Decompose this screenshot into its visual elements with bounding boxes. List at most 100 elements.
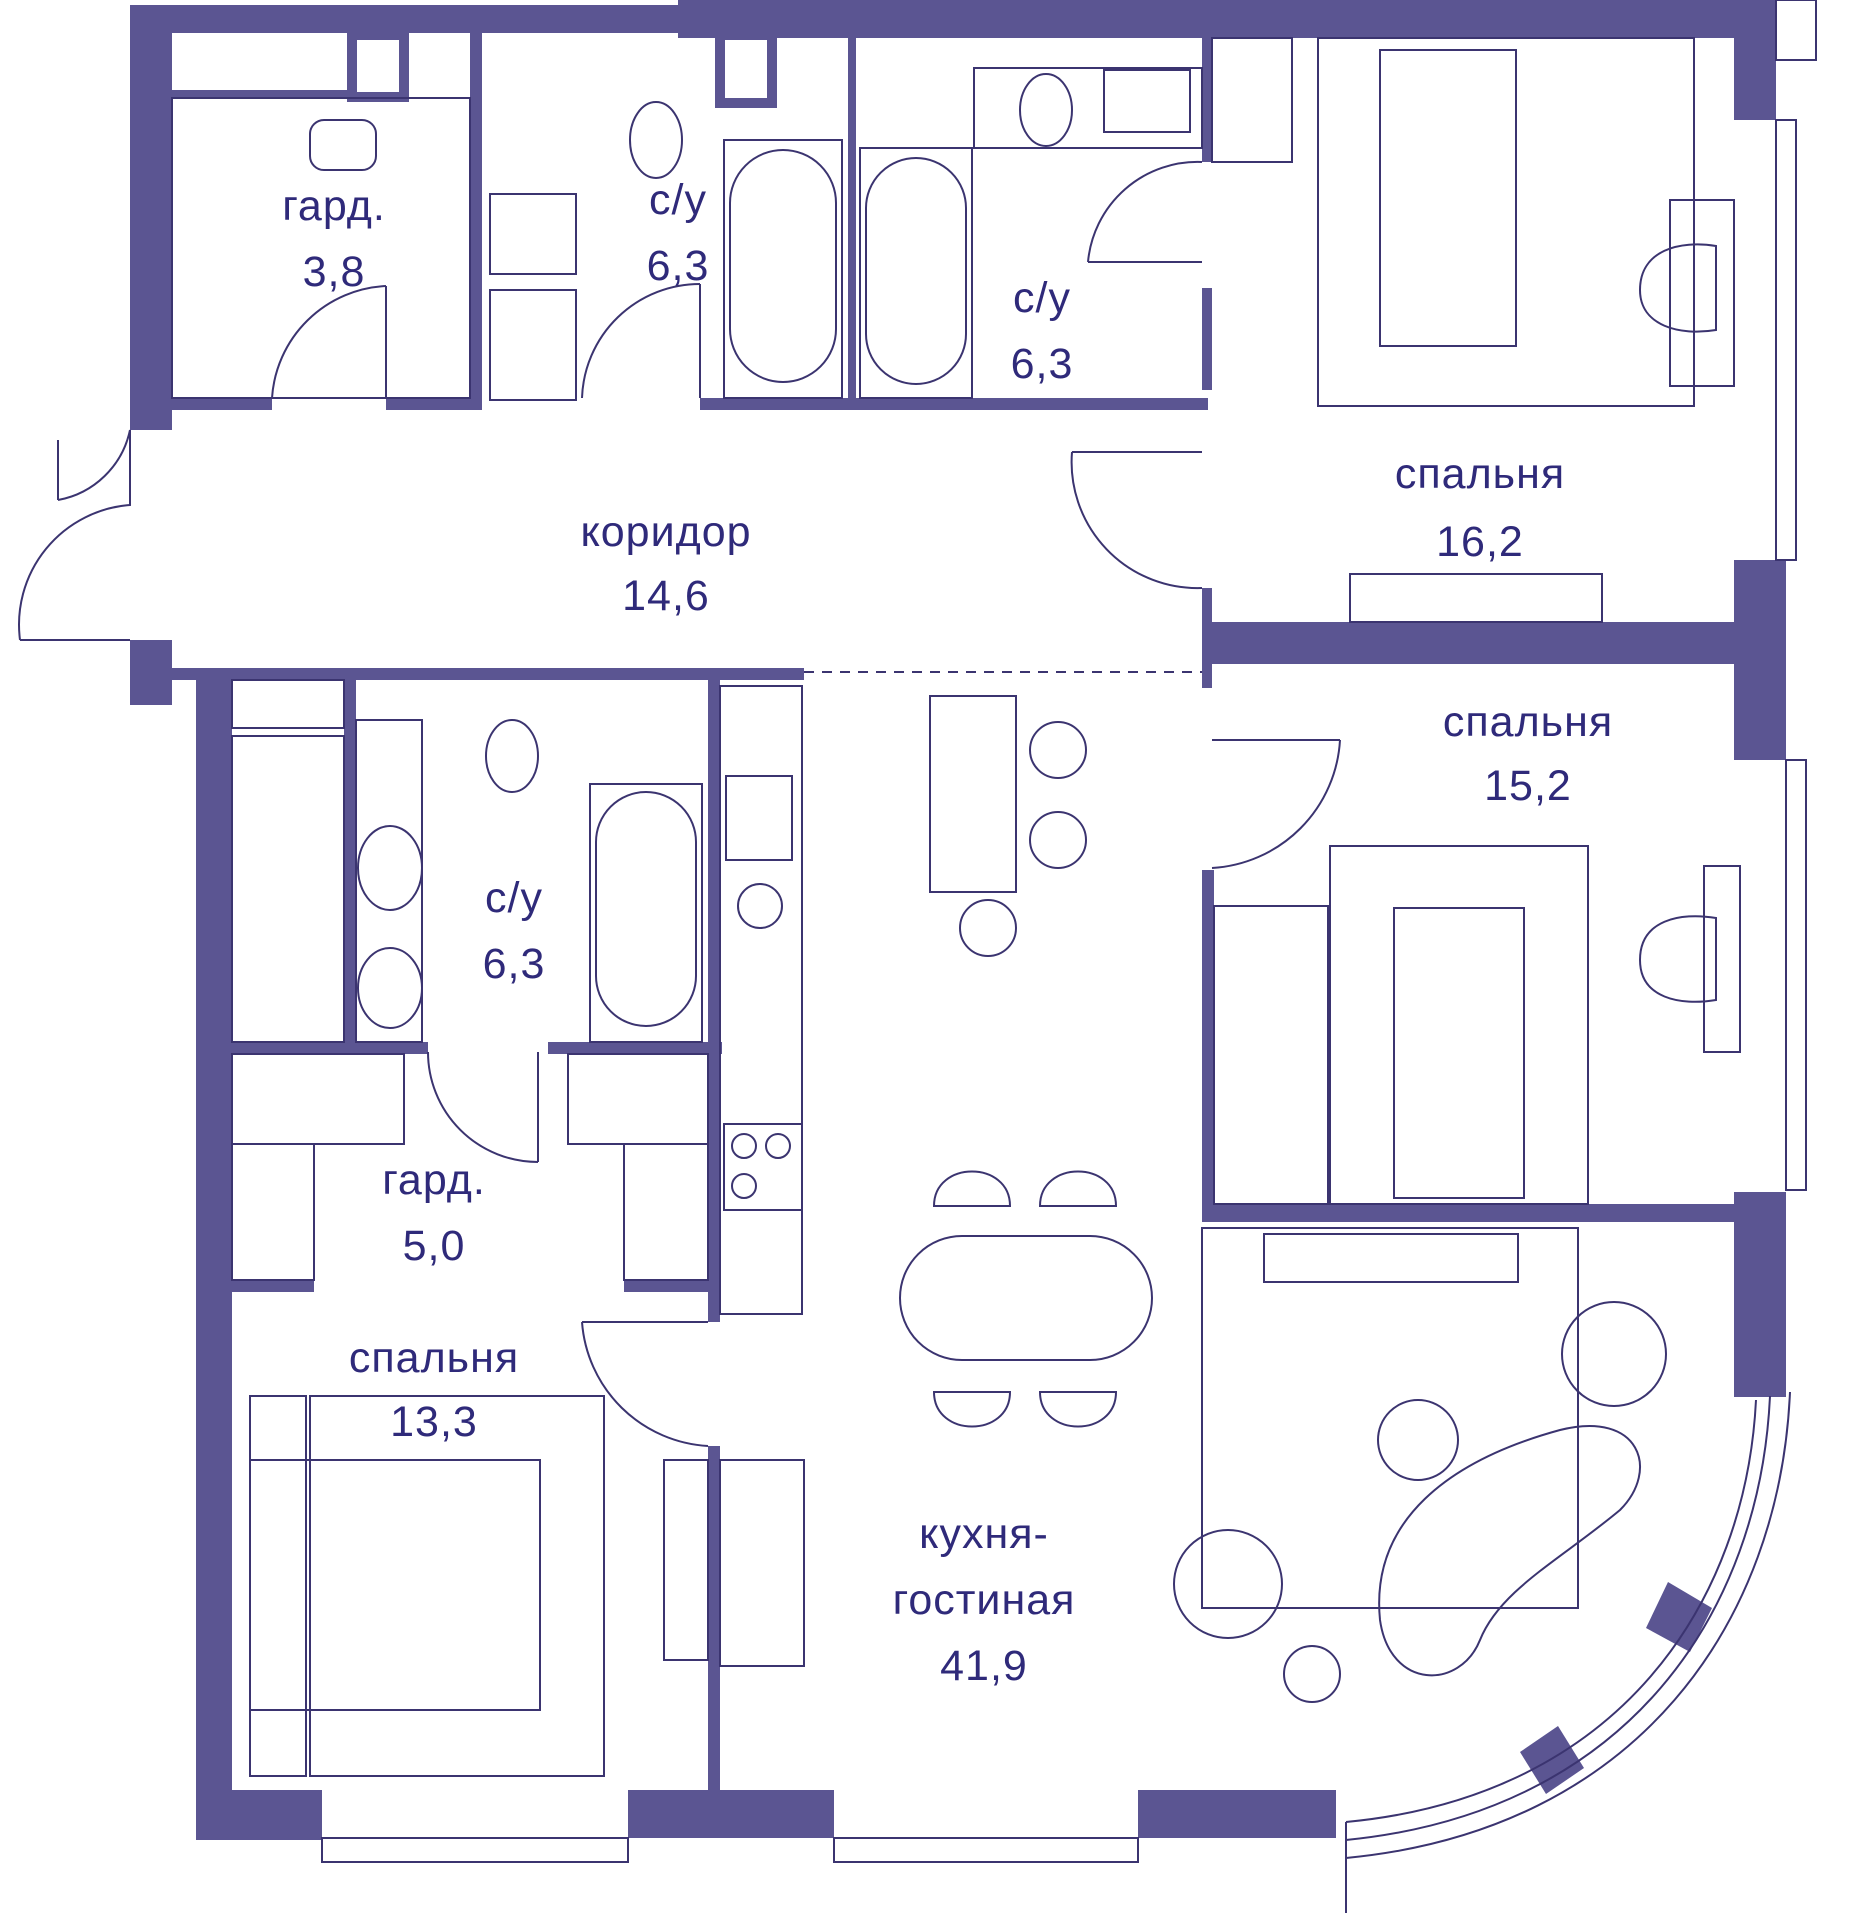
living-rug bbox=[1201, 1227, 1579, 1609]
closet-left-2 bbox=[231, 735, 345, 1043]
label-bedroom-1-area: 16,2 bbox=[1436, 518, 1524, 566]
bedroom1-tv-unit bbox=[1349, 573, 1603, 623]
wardrobe1-sink-unit bbox=[309, 119, 377, 171]
dining-chair-2 bbox=[1038, 1170, 1118, 1207]
dining-chair-1 bbox=[932, 1170, 1012, 1207]
wall-bottom-left bbox=[196, 1790, 322, 1840]
wall-corridor-south bbox=[172, 668, 804, 680]
kitchen-hob-burner-3 bbox=[731, 1173, 757, 1199]
kitchen-island bbox=[929, 695, 1017, 893]
bedroom1-bed bbox=[1379, 49, 1517, 347]
wall-bay-pier-1 bbox=[1646, 1582, 1712, 1652]
wall-upper-south-3 bbox=[700, 398, 1208, 410]
wardrobe2-unit-2 bbox=[231, 1143, 315, 1281]
wall-right-pier-2 bbox=[1734, 1192, 1786, 1397]
kitchen-run bbox=[719, 685, 803, 1315]
bedroom3-rug bbox=[309, 1395, 605, 1777]
dining-chair-4 bbox=[1038, 1391, 1118, 1428]
label-wardrobe-2-area: 5,0 bbox=[403, 1222, 466, 1270]
bay-window-inner bbox=[1345, 1395, 1771, 1841]
label-bathroom-1-name: с/у bbox=[649, 176, 707, 224]
bedroom3-wardrobe bbox=[663, 1459, 709, 1661]
bath3-vanity bbox=[355, 719, 423, 1043]
window-frame-bottom-2 bbox=[833, 1837, 1139, 1863]
bath2-tub bbox=[865, 157, 967, 385]
label-bedroom-3-name: спальня bbox=[349, 1334, 519, 1382]
bedroom3-bed bbox=[249, 1459, 541, 1711]
bath3-tub bbox=[595, 791, 697, 1027]
wall-shaft-1 bbox=[347, 30, 409, 102]
label-bedroom-2-name: спальня bbox=[1443, 698, 1613, 746]
label-wardrobe-1-area: 3,8 bbox=[303, 248, 366, 296]
bedroom2-bed bbox=[1393, 907, 1525, 1199]
wall-bath1-east bbox=[848, 33, 856, 408]
wardrobe1-door-swing bbox=[271, 285, 387, 399]
bath2-door-swing bbox=[1087, 160, 1203, 263]
wall-upper-south-2 bbox=[386, 398, 482, 410]
wall-entrance-jamb bbox=[130, 640, 172, 705]
walls bbox=[130, 0, 1786, 1840]
bedroom2-side bbox=[1213, 905, 1329, 1205]
wall-closet-south-1 bbox=[232, 1280, 314, 1292]
label-kitchen-living-name: кухня- bbox=[919, 1510, 1049, 1558]
bedroom3-side bbox=[249, 1395, 307, 1777]
window-frame-right-top bbox=[1775, 0, 1817, 61]
bath1-tub bbox=[729, 149, 837, 383]
bedroom2-door-swing bbox=[1211, 739, 1341, 869]
bedroom1-side bbox=[1211, 37, 1293, 163]
bedroom3-shelf bbox=[719, 1459, 805, 1667]
bath2-tub-frame bbox=[859, 147, 973, 399]
window-frame-right-2 bbox=[1785, 759, 1807, 1191]
living-sofa bbox=[1378, 1425, 1641, 1677]
wall-pier-1 bbox=[628, 1790, 834, 1838]
wardrobe2-unit-1 bbox=[231, 1053, 405, 1145]
label-kitchen-living-name2: гостиная bbox=[893, 1576, 1076, 1624]
bedroom2-desk bbox=[1703, 865, 1741, 1053]
kitchen-oven bbox=[725, 775, 793, 861]
room-labels: гард. 3,8 с/у 6,3 с/у 6,3 спальня 16,2 к… bbox=[282, 176, 1613, 1690]
label-bedroom-3-area: 13,3 bbox=[390, 1398, 478, 1446]
bay-window-outer bbox=[1345, 1391, 1791, 1859]
wall-top-right bbox=[678, 0, 1770, 38]
label-bathroom-3-name: с/у bbox=[485, 874, 543, 922]
bedroom2-rug bbox=[1329, 845, 1589, 1205]
thin-lines bbox=[18, 0, 1817, 1913]
bath1-dryer bbox=[489, 289, 577, 401]
bedroom1-desk bbox=[1669, 199, 1735, 387]
label-bathroom-1-area: 6,3 bbox=[647, 242, 710, 290]
wall-shaft-2 bbox=[715, 30, 777, 108]
wall-upper-south-1 bbox=[172, 398, 272, 410]
bath1-door-swing bbox=[581, 283, 701, 399]
bay-window-inner-2 bbox=[1345, 1399, 1757, 1823]
wall-pier-2 bbox=[1138, 1790, 1336, 1838]
bath3-sink-2 bbox=[357, 947, 423, 1029]
wall-left-upper bbox=[130, 5, 172, 430]
wardrobe2-door-swing bbox=[427, 1051, 539, 1163]
label-wardrobe-2-name: гард. bbox=[382, 1156, 486, 1204]
label-corridor-area: 14,6 bbox=[622, 572, 710, 620]
bath1-tub-frame bbox=[723, 139, 843, 399]
kitchen-hob bbox=[723, 1123, 803, 1211]
wall-bath3-west bbox=[344, 680, 356, 1052]
bedroom1-door-swing bbox=[1070, 451, 1203, 590]
wall-left-lower bbox=[196, 668, 232, 1838]
bath3-toilet bbox=[485, 719, 539, 793]
bedroom1-chair bbox=[1638, 243, 1717, 333]
bath3-sink-1 bbox=[357, 825, 423, 911]
dining-table bbox=[899, 1235, 1153, 1361]
entrance-door-swing bbox=[18, 430, 131, 641]
wall-closet-south-2 bbox=[624, 1280, 714, 1292]
wall-bay-pier-2 bbox=[1520, 1726, 1584, 1794]
wall-wardrobe1-top bbox=[172, 90, 354, 98]
wall-top-left bbox=[130, 5, 678, 33]
label-corridor-name: коридор bbox=[580, 508, 751, 556]
kitchen-washer-drum bbox=[737, 883, 783, 929]
window-frame-right-1 bbox=[1775, 119, 1797, 561]
dining-chair-3 bbox=[932, 1391, 1012, 1428]
label-bathroom-3-area: 6,3 bbox=[483, 940, 546, 988]
living-armchair-1 bbox=[1561, 1301, 1667, 1407]
kitchen-hob-burner-1 bbox=[731, 1133, 757, 1159]
wall-bedrooms-divider bbox=[1202, 622, 1774, 664]
entrance-door-small bbox=[57, 429, 131, 501]
